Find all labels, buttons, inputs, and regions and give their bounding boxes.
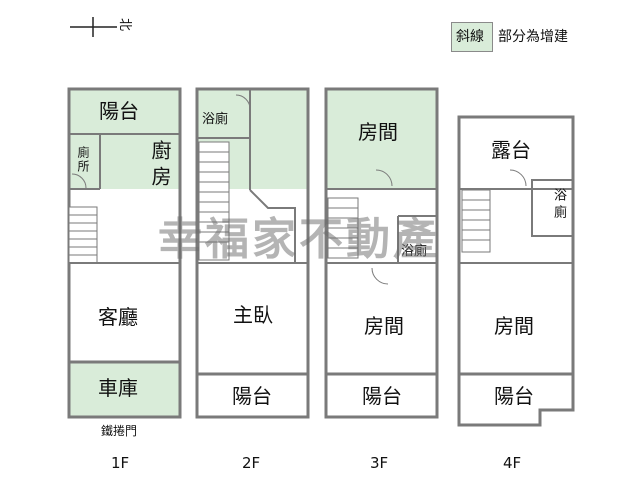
2f-master-label: 主臥 [233,303,273,327]
1f-kitchen-label: 廚房 [148,140,172,192]
1f-toilet-label: 廁所 [76,146,90,174]
1f-door-label: 鐵捲門 [101,424,138,438]
1f-balcony-label: 陽台 [99,99,139,123]
3f-bath-label: 浴廁 [401,244,428,259]
floor-2f-plan [195,87,310,419]
floor-label-4f: 4F [503,454,522,472]
floor-4f-plan [457,115,575,427]
4f-balcony-label: 陽台 [494,384,534,408]
floor-label-2f: 2F [242,454,261,472]
2f-balcony-label: 陽台 [232,384,272,408]
3f-room-label: 房間 [364,314,404,338]
4f-terrace-label: 露台 [491,138,531,162]
compass-arrow [70,17,117,37]
floor-1f-plan [67,87,182,419]
legend-swatch [451,22,493,52]
4f-bath-label: 浴廁 [551,188,566,222]
3f-balcony-label: 陽台 [362,384,402,408]
3f-room-top-label: 房間 [358,120,398,144]
watermark: 幸福家不動產 [158,214,440,265]
legend-swatch-label: 斜線 [456,29,484,45]
2f-bath-label: 浴廁 [202,112,229,127]
floor-label-3f: 3F [370,454,389,472]
1f-garage-label: 車庫 [98,376,138,400]
4f-room-label: 房間 [494,314,534,338]
legend-text: 部分為增建 [498,29,568,45]
floor-label-1f: 1F [111,454,130,472]
floor-3f-plan [324,87,439,419]
1f-living-label: 客廳 [98,305,138,329]
north-label: 北 [117,17,133,32]
